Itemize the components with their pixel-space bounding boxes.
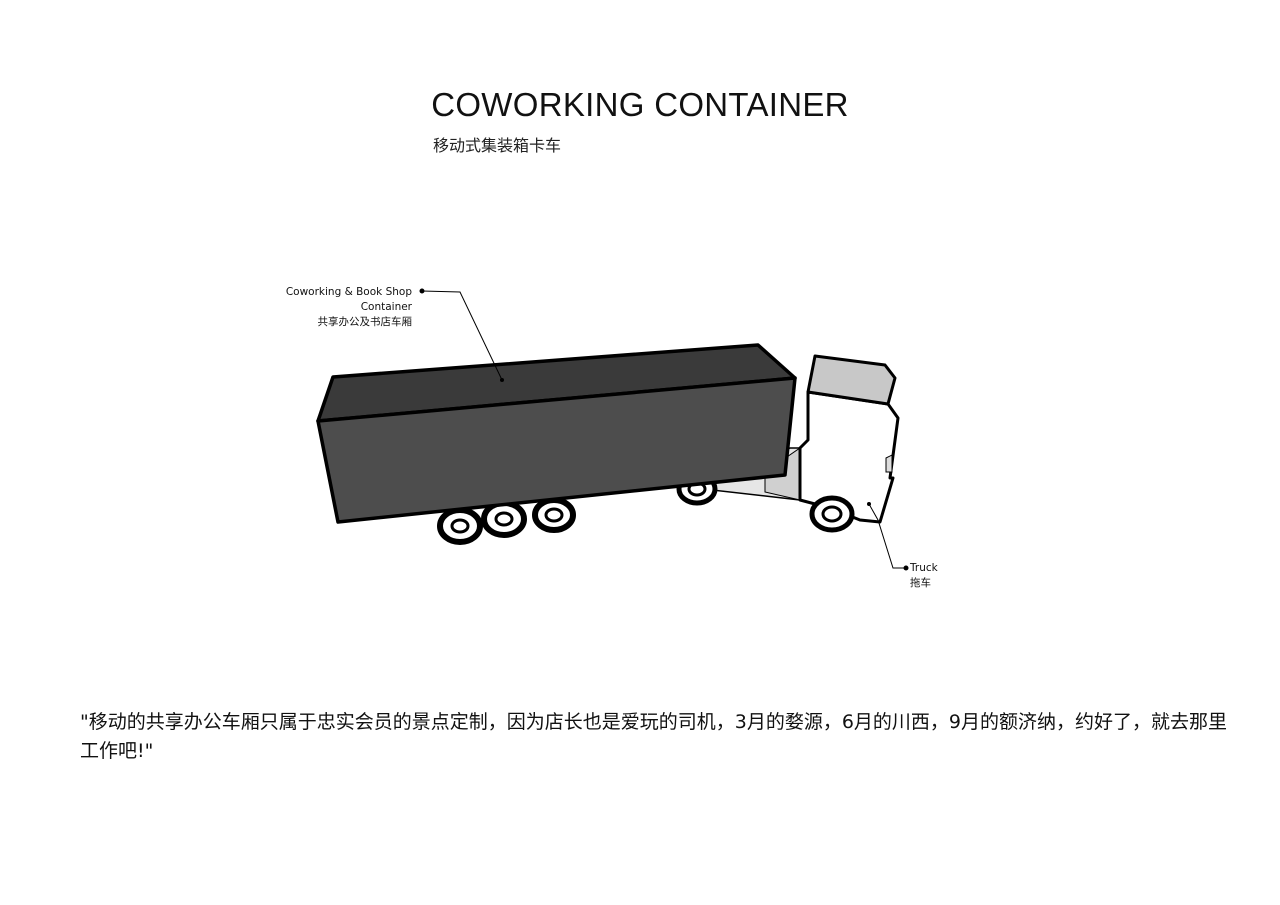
page-subtitle: 移动式集装箱卡车 (433, 136, 562, 155)
container-callout-leader (419, 288, 504, 382)
truck-callout-leader (867, 502, 909, 571)
truck-callout-label: Truck 拖车 (910, 561, 938, 591)
container-wheel-1-hub (450, 518, 470, 534)
container-label-zh: 共享办公及书店车厢 (317, 316, 413, 328)
cab-side-edge (887, 403, 900, 479)
cab-front-wheel-hub (821, 505, 843, 523)
container-wheel-2-hub (494, 511, 514, 527)
description-quote: "移动的共享办公车厢只属于忠实会员的景点定制，因为店长也是爱玩的司机，3月的婺源… (80, 711, 1228, 762)
container-wheels (437, 497, 576, 545)
truck-label-en: Truck (910, 562, 938, 574)
cab-windshield (806, 354, 897, 406)
page-title: COWORKING CONTAINER (431, 86, 849, 123)
container-label-en: Coworking & Book Shop Container (285, 286, 412, 313)
truck-label-zh: 拖车 (910, 577, 931, 589)
container-wheel-3-hub (544, 507, 564, 523)
container-callout-label: Coworking & Book Shop Container 共享办公及书店车… (232, 285, 412, 330)
cab-step (885, 454, 893, 473)
cab-roof-edge (807, 391, 889, 405)
container-side (316, 376, 797, 524)
